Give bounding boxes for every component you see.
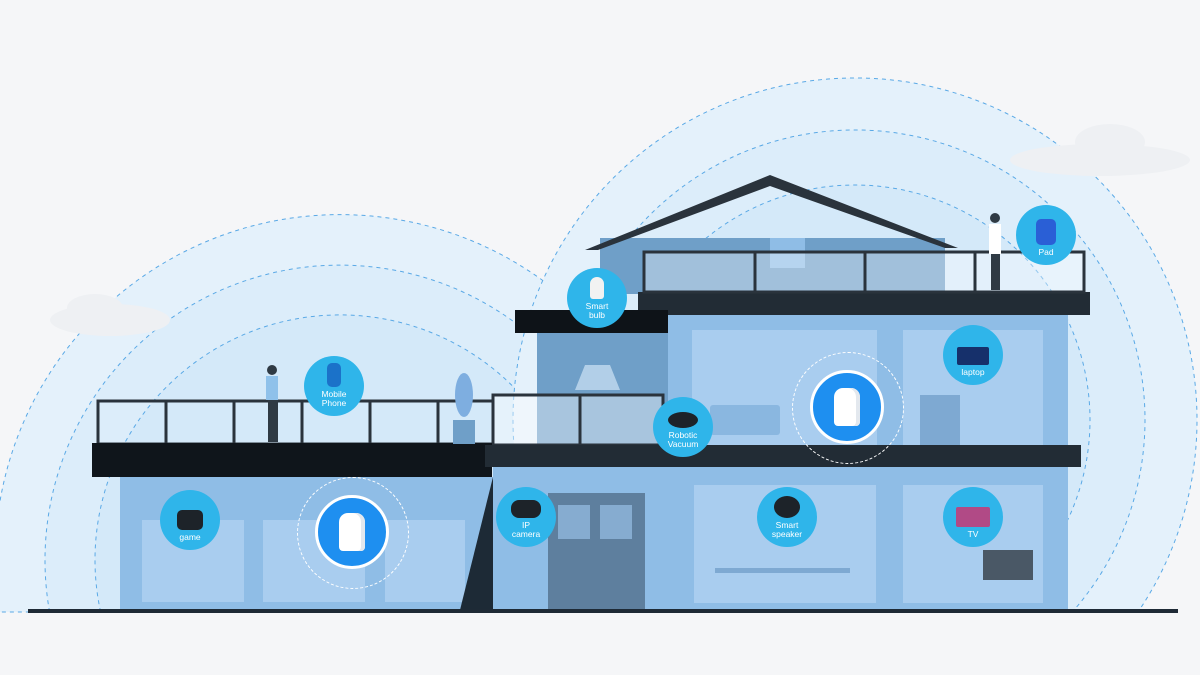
lamp-light <box>575 365 620 390</box>
left-balcony-slab <box>92 443 492 477</box>
tv-icon <box>956 507 990 527</box>
device-smart-bulb[interactable]: Smart bulb <box>567 268 627 328</box>
middle-slab <box>485 445 1081 467</box>
camera-icon <box>511 500 541 518</box>
device-mobile-phone[interactable]: Mobile Phone <box>304 356 364 416</box>
router-halo-right <box>792 352 904 464</box>
person-balcony <box>266 365 278 442</box>
gamepad-icon <box>177 510 203 530</box>
device-ip-camera[interactable]: IP camera <box>496 487 556 547</box>
device-pad[interactable]: Pad <box>1016 205 1076 265</box>
device-smart-speaker[interactable]: Smart speaker <box>757 487 817 547</box>
mesh-router-upper[interactable] <box>810 370 884 444</box>
cloud-right <box>1010 124 1190 176</box>
top-railing <box>642 250 1086 294</box>
middle-railing <box>491 393 665 447</box>
ground-line <box>28 609 1178 613</box>
upper-slab <box>638 292 1090 315</box>
bulb-icon <box>590 277 604 299</box>
plant <box>453 373 475 444</box>
router-unit-icon <box>834 388 860 426</box>
tv-set <box>983 550 1033 580</box>
router-halo-left <box>297 477 409 589</box>
tablet-icon <box>1036 219 1056 245</box>
device-robotic-vacuum[interactable]: Robotic Vacuum <box>653 397 713 457</box>
router-unit-icon <box>339 513 365 551</box>
phone-icon <box>327 363 341 387</box>
dining-table <box>715 568 850 573</box>
device-game[interactable]: game <box>160 490 220 550</box>
mesh-router-ground[interactable] <box>315 495 389 569</box>
sofa <box>710 405 780 435</box>
speaker-icon <box>774 496 800 518</box>
device-laptop[interactable]: laptop <box>943 325 1003 385</box>
cloud-left <box>50 294 170 336</box>
device-tv[interactable]: TV <box>943 487 1003 547</box>
laptop-icon <box>957 347 989 365</box>
person-roof <box>989 213 1001 290</box>
bookshelf <box>920 395 960 445</box>
vacuum-icon <box>668 412 698 428</box>
